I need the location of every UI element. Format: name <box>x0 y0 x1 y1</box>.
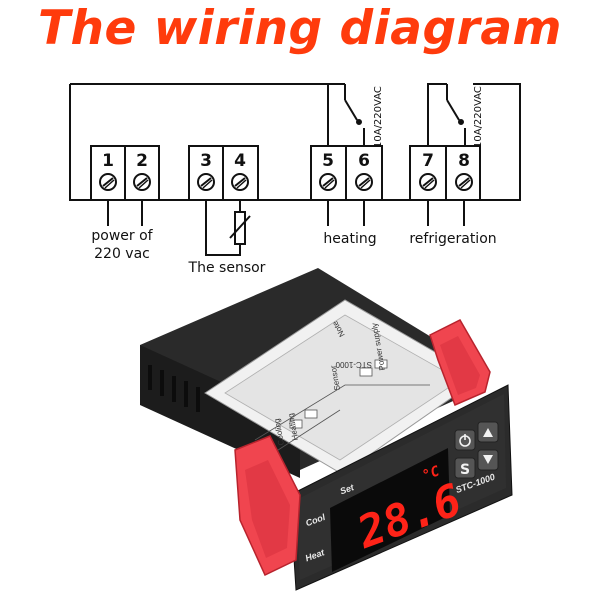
terminal-block-7-8 <box>409 145 481 201</box>
power-label-line1: power of <box>91 228 153 244</box>
screw-terminal-icons <box>99 173 473 191</box>
lead-wires <box>107 200 465 226</box>
diagram-frame <box>69 83 521 201</box>
terminal-block-1-2 <box>90 145 160 201</box>
screw-icon <box>455 173 473 191</box>
triangle-down-icon <box>483 455 493 464</box>
power-button[interactable] <box>454 429 476 451</box>
power-label-line2: 220 vac <box>94 246 150 262</box>
terminal-number-2: 2 <box>136 151 148 171</box>
terminal-number-5: 5 <box>322 151 334 171</box>
up-button[interactable] <box>477 421 499 443</box>
s-button-label: S <box>460 462 470 478</box>
refrigeration-label: refrigeration <box>409 231 496 247</box>
heating-label: heating <box>323 231 376 247</box>
sensor-label: The sensor <box>188 260 266 276</box>
terminal-number-3: 3 <box>200 151 212 171</box>
screw-icon <box>355 173 373 191</box>
sticker-sensor-text: Sensor <box>329 364 342 391</box>
terminal-number-4: 4 <box>234 151 246 171</box>
sticker-mini-diagram <box>254 359 430 453</box>
terminal-block-5-6 <box>310 145 383 201</box>
led-display-window <box>330 448 450 572</box>
down-button[interactable] <box>477 449 499 471</box>
relay-heating <box>327 83 365 146</box>
vent-slots <box>148 365 200 412</box>
relay-rating-heating: 10A/220VAC <box>373 86 384 148</box>
sensor-thermistor-icon <box>205 200 251 256</box>
terminal-number-6: 6 <box>358 151 370 171</box>
screw-icon <box>231 173 249 191</box>
relay-refrigeration <box>427 83 466 146</box>
terminal-number-8: 8 <box>458 151 470 171</box>
screw-icon <box>319 173 337 191</box>
triangle-up-icon <box>483 428 493 437</box>
terminal-number-1: 1 <box>102 151 114 171</box>
set-label: Set <box>339 482 357 497</box>
screw-icon <box>419 173 437 191</box>
relay-rating-refrigeration: 10A/220VAC <box>473 86 484 148</box>
thermostat-controller-device: STC-1000 Heating Cooling Sensor Power su… <box>140 268 513 591</box>
diagram-title: The wiring diagram <box>37 1 563 56</box>
display-unit: °C <box>420 463 442 484</box>
mounting-clip-left[interactable] <box>234 435 301 577</box>
terminal-block-3-4 <box>188 145 259 201</box>
screw-icon <box>99 173 117 191</box>
screw-icon <box>197 173 215 191</box>
screw-icon <box>133 173 151 191</box>
sticker-model-text: STC-1000 <box>335 360 372 369</box>
mounting-clip-right[interactable] <box>429 319 491 407</box>
terminal-number-7: 7 <box>422 151 434 171</box>
set-s-button[interactable]: S <box>454 457 476 479</box>
